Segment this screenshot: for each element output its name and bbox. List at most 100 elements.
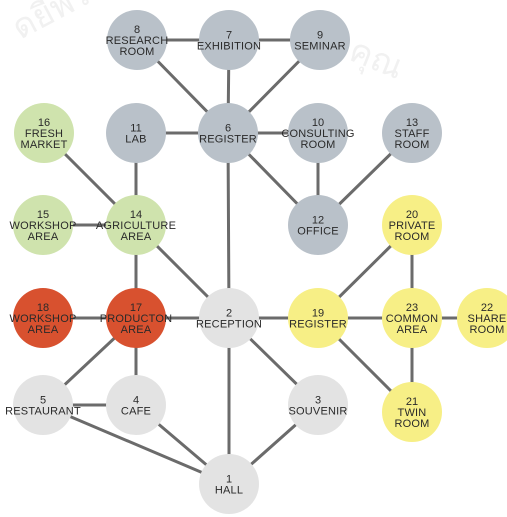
node-label: PRIVATE: [389, 220, 436, 232]
node-circle: [13, 195, 73, 255]
node-number: 6: [225, 123, 231, 135]
node-number: 14: [130, 209, 142, 221]
node-circle: [382, 288, 442, 348]
node-circle: [13, 288, 73, 348]
node-label: ROOM: [119, 46, 154, 58]
node-circle: [14, 103, 74, 163]
node-number: 8: [134, 24, 140, 36]
node-circle: [290, 10, 350, 70]
node-number: 19: [312, 308, 324, 320]
node-number: 17: [130, 302, 142, 314]
node-number: 18: [37, 302, 49, 314]
node-circle: [106, 288, 166, 348]
node-number: 1: [226, 474, 232, 486]
node-label: RESTAURANT: [5, 406, 81, 418]
node-label: TWIN: [398, 407, 427, 419]
node-label: AREA: [121, 231, 152, 243]
node-label: AREA: [28, 231, 59, 243]
node-number: 3: [315, 395, 321, 407]
node-label: ROOM: [469, 324, 504, 336]
node-label: ROOM: [394, 231, 429, 243]
node-label: ROOM: [394, 418, 429, 430]
node-label: STAFF: [394, 128, 429, 140]
node-label: WORKSHOP: [10, 220, 77, 232]
node-circle: [288, 103, 348, 163]
node-circle: [382, 195, 442, 255]
node-circle: [106, 103, 166, 163]
node-circle: [198, 103, 258, 163]
node-label: SOUVENIR: [288, 406, 347, 418]
node-label: AREA: [28, 324, 59, 336]
node-number: 13: [406, 117, 418, 129]
node-circle: [382, 382, 442, 442]
node-label: PRODUCTON: [100, 313, 173, 325]
node-label: CONSULTING: [281, 128, 354, 140]
nodes: 8RESEARCHROOM7EXHIBITION9SEMINAR11LAB6RE…: [5, 10, 507, 514]
node-circle: [457, 288, 507, 348]
node-label: RESEARCH: [106, 35, 169, 47]
node-label: AREA: [397, 324, 428, 336]
node-label: LAB: [125, 134, 146, 146]
node-label: ROOM: [300, 139, 335, 151]
node-number: 11: [130, 123, 141, 135]
node-label: SEMINAR: [294, 41, 346, 53]
node-number: 7: [226, 30, 232, 42]
node-number: 16: [38, 117, 50, 129]
node-circle: [106, 195, 166, 255]
node-number: 20: [406, 209, 418, 221]
node-label: HALL: [215, 485, 243, 497]
node-number: 5: [40, 395, 46, 407]
node-circle: [288, 375, 348, 435]
node-number: 23: [406, 302, 418, 314]
node-label: AREA: [121, 324, 152, 336]
node-number: 4: [133, 395, 139, 407]
node-label: COMMON: [386, 313, 439, 325]
edge-6-2: [226, 131, 231, 320]
node-label: OFFICE: [297, 226, 339, 238]
node-circle: [199, 10, 259, 70]
node-label: RECEPTION: [196, 319, 262, 331]
node-label: FRESH: [25, 128, 63, 140]
edge-5-1: [41, 403, 231, 486]
node-label: SHARE: [468, 313, 507, 325]
node-circle: [13, 375, 73, 435]
node-circle: [382, 103, 442, 163]
node-number: 2: [226, 308, 232, 320]
node-label: REGISTER: [289, 319, 347, 331]
node-number: 15: [37, 209, 49, 221]
node-circle: [199, 288, 259, 348]
node-label: REGISTER: [199, 134, 257, 146]
node-circle: [107, 10, 167, 70]
node-number: 22: [481, 302, 493, 314]
node-label: EXHIBITION: [197, 41, 261, 53]
node-number: 12: [312, 215, 324, 227]
node-number: 9: [317, 30, 323, 42]
node-label: AGRICULTURE: [96, 220, 176, 232]
node-number: 21: [406, 396, 418, 408]
node-label: ROOM: [394, 139, 429, 151]
node-label: CAFE: [121, 406, 151, 418]
